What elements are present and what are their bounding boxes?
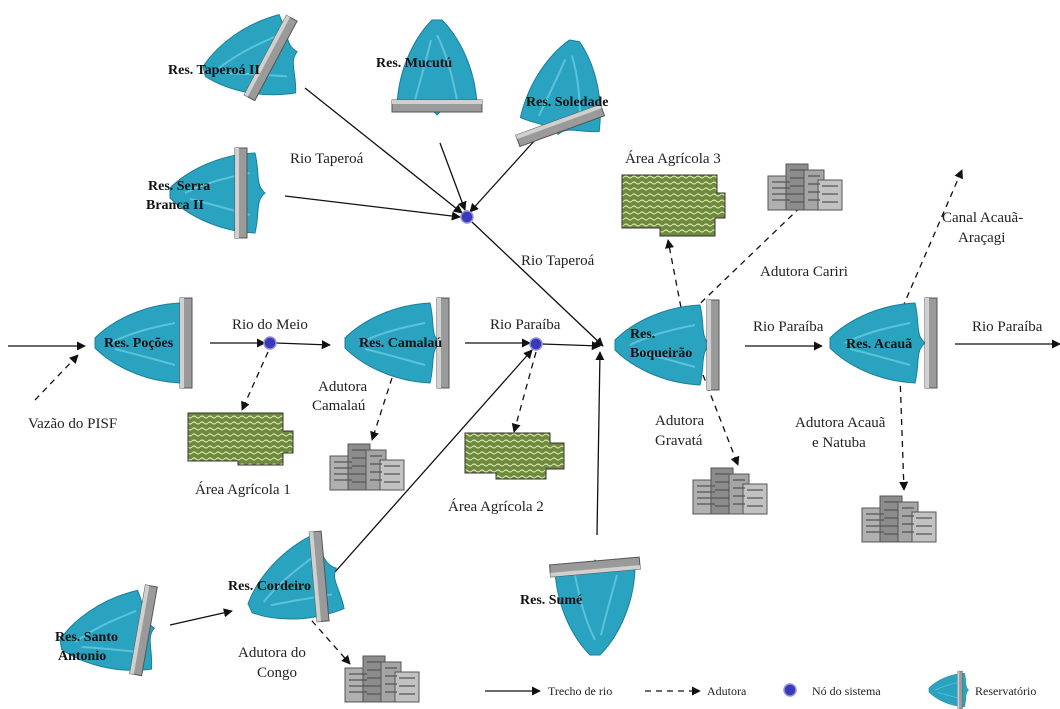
- legend: Trecho de rio Adutora Nó do sistema Rese…: [485, 670, 1036, 709]
- agricultural-area-3: [621, 174, 726, 237]
- agricultural-area-2: [464, 432, 565, 480]
- label-adutora-acaua-2: e Natuba: [812, 435, 866, 451]
- river-soledade-to-node: [469, 139, 536, 213]
- city-gravata: [692, 467, 768, 515]
- label-canal-1: Canal Acauã-: [942, 210, 1023, 226]
- river-santo-to-cordeiro: [169, 608, 233, 626]
- adutora-acaua-natuba: [899, 374, 909, 491]
- adutora-cariri: [684, 195, 813, 319]
- river-sume-to-boqueirao: [595, 351, 605, 536]
- label-res-serra-1: Res. Serra: [148, 179, 210, 194]
- label-res-sume: Res. Sumé: [520, 593, 582, 608]
- label-res-boqueirao-1: Res.: [630, 327, 655, 342]
- label-res-taperoa: Res. Taperoá II: [168, 63, 260, 78]
- adutora-boqueirao-to-area3: [665, 239, 684, 319]
- label-rio-paraiba-3: Rio Paraíba: [972, 319, 1043, 335]
- city-camalau: [329, 443, 405, 491]
- label-res-mucutu: Res. Mucutú: [376, 56, 452, 71]
- label-adutora-camalau-1: Adutora: [318, 379, 367, 395]
- label-vazao-pisf: Vazão do PISF: [28, 416, 117, 432]
- label-res-boqueirao-2: Boqueirão: [630, 346, 692, 361]
- label-rio-paraiba-1: Rio Paraíba: [490, 317, 561, 333]
- label-rio-taperoa-1: Rio Taperoá: [290, 151, 364, 167]
- label-res-camalau: Res. Camalaú: [359, 336, 442, 351]
- city-acaua: [861, 495, 937, 543]
- adutora-camalau: [370, 377, 393, 441]
- legend-reservoir-icon: [928, 670, 970, 709]
- flow-labels: Rio Taperoá Rio Taperoá Rio do Meio Rio …: [28, 150, 1043, 681]
- label-res-serra-2: Branca II: [146, 198, 204, 213]
- label-rio-do-meio: Rio do Meio: [232, 317, 308, 333]
- river-cordeiro-to-node: [334, 349, 533, 573]
- label-res-santo-1: Res. Santo: [55, 630, 118, 645]
- node-rio-paraiba: [529, 337, 543, 351]
- city-cariri: [767, 163, 843, 211]
- label-rio-taperoa-2: Rio Taperoá: [521, 253, 595, 269]
- label-res-acaua: Res. Acauã: [846, 337, 912, 352]
- river-node-to-camalau: [275, 340, 331, 350]
- label-area-3: Área Agrícola 3: [625, 150, 721, 167]
- reservoir-taperoa: [194, 11, 307, 112]
- system-nodes: [263, 210, 543, 351]
- legend-adutora-label: Adutora: [707, 684, 747, 698]
- label-adutora-cariri: Adutora Cariri: [760, 264, 848, 280]
- label-adutora-gravata-2: Gravatá: [655, 433, 703, 449]
- node-rio-do-meio: [263, 336, 277, 350]
- label-area-1: Área Agrícola 1: [195, 481, 291, 498]
- label-res-soledade: Res. Soledade: [526, 95, 608, 110]
- river-node-to-boqueirao2: [541, 341, 601, 351]
- legend-reservoir-label: Reservatório: [975, 684, 1036, 698]
- label-adutora-congo-2: Congo: [257, 665, 297, 681]
- river-lines: [8, 87, 1060, 626]
- label-adutora-camalau-2: Camalaú: [312, 398, 366, 414]
- label-rio-paraiba-2: Rio Paraíba: [753, 319, 824, 335]
- adutora-node-to-area2: [511, 351, 537, 433]
- label-area-2: Área Agrícola 2: [448, 498, 544, 515]
- legend-node-icon: [783, 683, 797, 697]
- adutora-node-to-area1: [241, 351, 269, 411]
- agricultural-area-1: [187, 412, 294, 466]
- canal-acaua-aracagi: [897, 169, 963, 319]
- river-taperoa-to-node: [304, 87, 463, 214]
- river-node-to-boqueirao: [471, 221, 604, 347]
- label-adutora-acaua-1: Adutora Acauã: [795, 415, 886, 431]
- reservoir-labels: Res. Taperoá II Res. Mucutú Res. Soledad…: [55, 56, 912, 664]
- node-taperoa: [460, 210, 474, 224]
- label-adutora-congo-1: Adutora do: [238, 645, 306, 661]
- label-res-santo-2: Antonio: [58, 649, 106, 664]
- river-serra-to-node: [284, 195, 461, 221]
- river-mucutu-to-node: [439, 142, 467, 211]
- label-res-cordeiro: Res. Cordeiro: [228, 579, 311, 594]
- label-res-pocoes: Res. Poções: [104, 336, 174, 351]
- label-adutora-gravata-1: Adutora: [655, 413, 704, 429]
- label-canal-2: Araçagi: [958, 230, 1005, 246]
- adutora-pisf: [34, 354, 79, 401]
- legend-node-label: Nó do sistema: [812, 684, 881, 698]
- legend-trecho-label: Trecho de rio: [548, 684, 612, 698]
- city-congo: [344, 655, 420, 703]
